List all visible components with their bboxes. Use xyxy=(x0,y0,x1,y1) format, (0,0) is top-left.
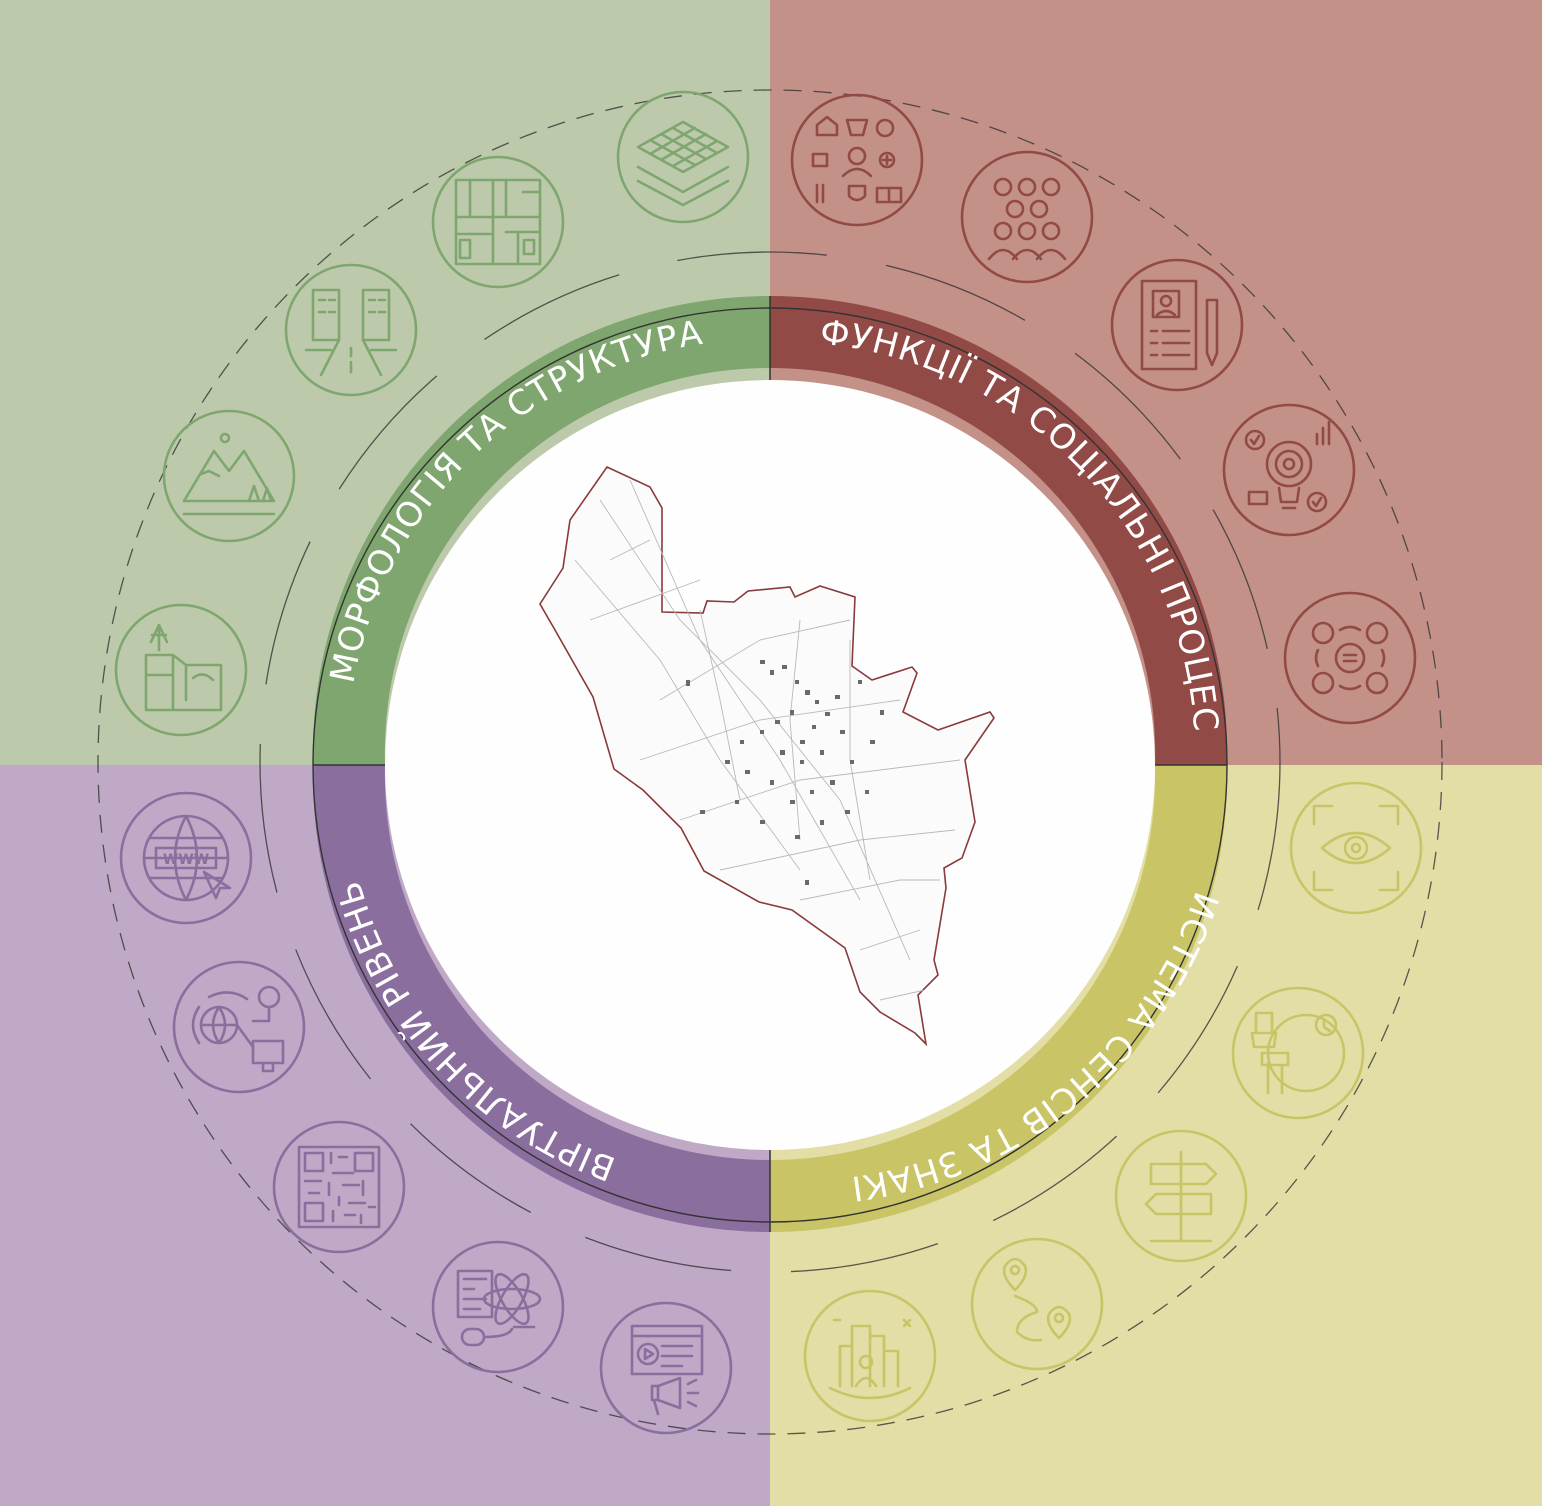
community-group-icon xyxy=(960,150,1094,284)
settlement-map xyxy=(539,465,995,1047)
www-globe-icon: WWW xyxy=(119,791,253,925)
digital-media-icon xyxy=(599,1301,733,1435)
settlement-boundary xyxy=(539,465,995,1047)
social-rights-icon xyxy=(1231,986,1365,1120)
city-plan-icon xyxy=(431,155,565,289)
band-outer-edge xyxy=(312,307,1228,1223)
band-functions xyxy=(770,295,1228,765)
vision-eye-icon xyxy=(1289,781,1423,915)
profile-document-icon xyxy=(1110,258,1244,392)
street-buildings-icon xyxy=(284,263,418,397)
landform-icon xyxy=(114,603,248,737)
signpost-icon xyxy=(1114,1129,1248,1263)
virtual-learning-icon xyxy=(431,1240,565,1374)
city-services-icon xyxy=(790,93,924,227)
qr-code-icon xyxy=(272,1120,406,1254)
band-morphology xyxy=(312,296,770,765)
map-layers-icon xyxy=(616,90,750,224)
mountain-landscape-icon xyxy=(162,409,296,543)
social-interaction-icon xyxy=(1283,591,1417,725)
innovation-strategy-icon xyxy=(1222,403,1356,537)
outer-dashed-ring xyxy=(97,89,1443,1435)
band-virtual xyxy=(312,765,770,1232)
svg-text:WWW: WWW xyxy=(163,852,209,868)
city-person-icon xyxy=(803,1289,937,1423)
band-signs xyxy=(770,765,1228,1232)
inner-dashed-ring xyxy=(259,251,1281,1273)
global-network-icon xyxy=(172,960,306,1094)
route-pins-icon xyxy=(970,1237,1104,1371)
